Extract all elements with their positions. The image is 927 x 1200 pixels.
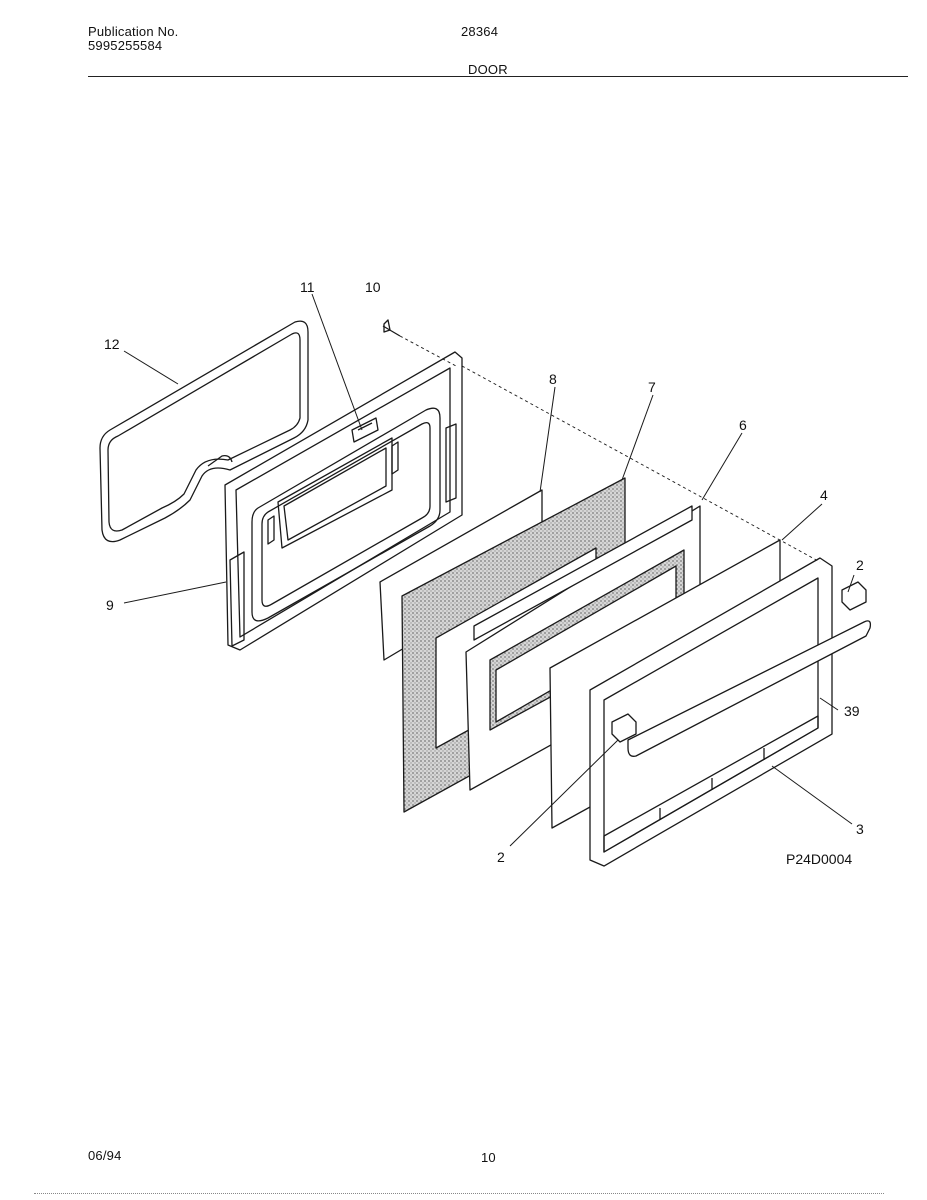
screw-part [382, 319, 401, 337]
callout-6: 6 [739, 417, 747, 433]
callout-8: 8 [549, 371, 557, 387]
footer-date: 06/94 [88, 1148, 122, 1163]
callout-4: 4 [820, 487, 828, 503]
callout-9: 9 [106, 597, 114, 613]
drawing-code: P24D0004 [786, 851, 852, 867]
vent-bracket-part [351, 417, 379, 443]
model-number: 28364 [461, 24, 499, 39]
callout-39: 39 [844, 703, 860, 719]
header-rule [88, 76, 908, 77]
callout-12: 12 [104, 336, 120, 352]
door-gasket-part [99, 320, 309, 543]
door-handle-part [627, 620, 872, 757]
publication-number: 5995255584 [88, 38, 163, 53]
section-title: DOOR [468, 62, 508, 77]
callout-labels: 12 11 10 8 7 6 4 2 9 39 3 2 [104, 279, 864, 865]
publication-label: Publication No. [88, 24, 179, 39]
inner-panel-part [465, 505, 701, 791]
callout-11: 11 [300, 279, 315, 295]
callout-7: 7 [648, 379, 656, 395]
callout-2-left: 2 [497, 849, 505, 865]
footer-page-number: 10 [481, 1150, 496, 1165]
handle-endcap-part [611, 581, 867, 743]
leader-lines [123, 293, 855, 847]
footer-dotted-rule [34, 1193, 884, 1194]
callout-2-right: 2 [856, 557, 864, 573]
callout-10: 10 [365, 279, 381, 295]
inner-door-liner-part [224, 351, 463, 651]
callout-3: 3 [856, 821, 864, 837]
